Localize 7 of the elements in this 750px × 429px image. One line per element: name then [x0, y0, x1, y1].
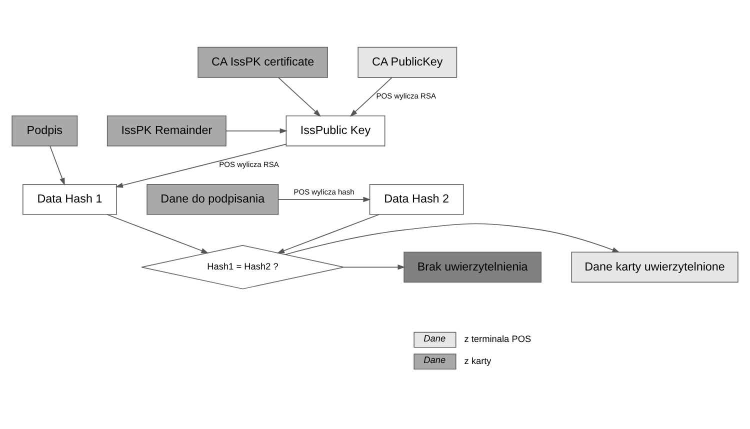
- edge-label: POS wylicza hash: [294, 188, 354, 197]
- label: Dane: [424, 333, 446, 344]
- legend-label: z karty: [464, 356, 492, 366]
- edge-label: POS wylicza RSA: [376, 91, 436, 100]
- edge-label: POS wylicza RSA: [219, 160, 279, 170]
- legend-label: z terminala POS: [464, 334, 532, 344]
- label: Dane: [424, 355, 446, 366]
